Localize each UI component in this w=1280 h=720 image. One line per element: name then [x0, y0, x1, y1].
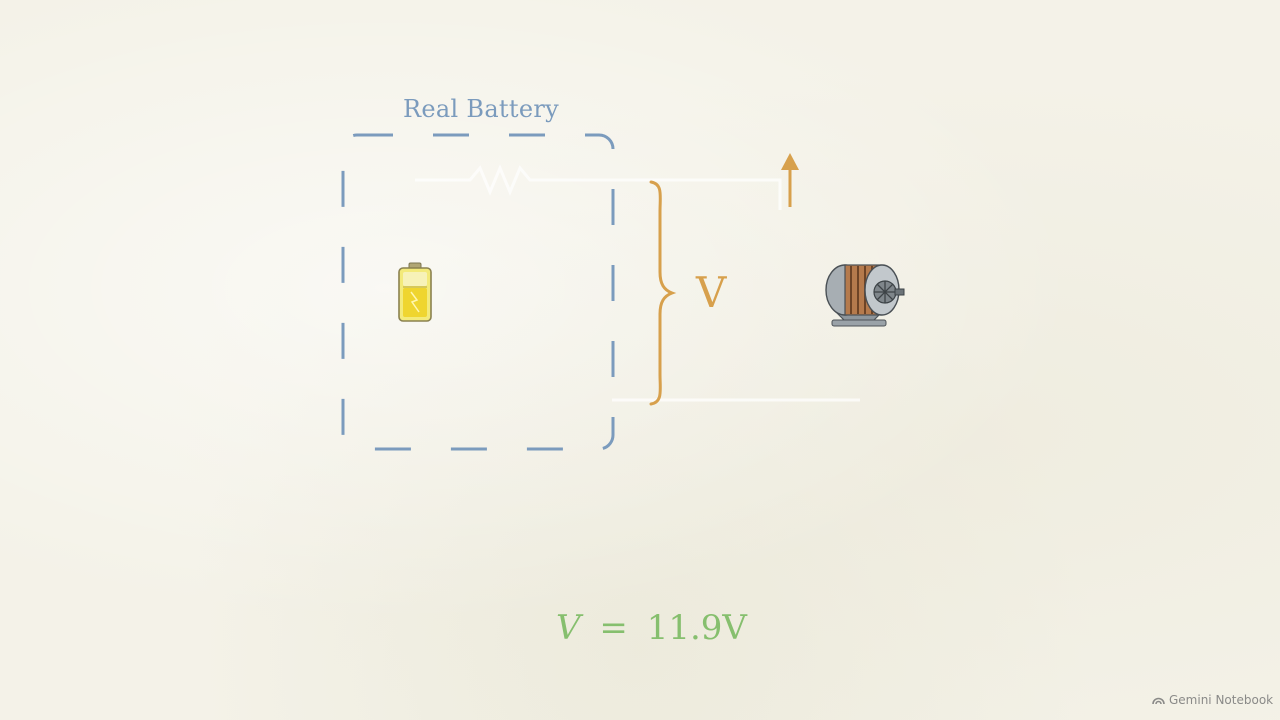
- faint-circuit-wires: [415, 164, 860, 402]
- battery-box-outline: [341, 133, 615, 451]
- equation-variable: V: [556, 608, 581, 648]
- voltage-equation: V = 11.9V: [556, 608, 747, 648]
- equation-value: 11.9V: [646, 608, 747, 648]
- watermark: Gemini Notebook: [1152, 693, 1273, 707]
- battery-icon: [398, 262, 432, 322]
- watermark-text: Gemini Notebook: [1169, 693, 1274, 707]
- battery-box-label: Real Battery: [403, 95, 559, 123]
- voltage-brace: [649, 180, 677, 406]
- notebook-logo-icon: [1152, 697, 1165, 704]
- motor-icon: [825, 264, 905, 327]
- arrow-up-icon: [781, 153, 799, 207]
- voltage-label: V: [696, 268, 727, 317]
- equation-operator: =: [599, 608, 628, 648]
